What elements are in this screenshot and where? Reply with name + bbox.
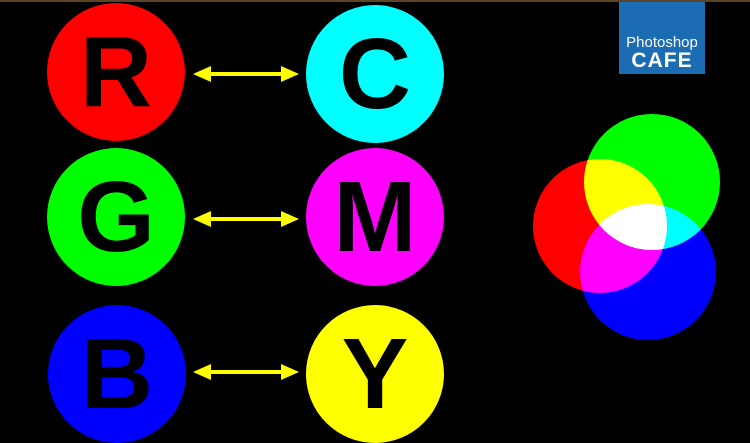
photoshop-cafe-logo: Photoshop CAFE <box>619 2 705 74</box>
logo-line2: CAFE <box>631 49 693 72</box>
additive-color-venn <box>533 114 720 340</box>
red-circle: R <box>47 3 185 141</box>
blue-circle: B <box>48 305 186 443</box>
letter-m: M <box>333 161 417 273</box>
letter-c: C <box>338 18 412 130</box>
double-arrow-icon <box>193 364 299 380</box>
letter-y: Y <box>341 318 409 430</box>
green-circle: G <box>47 148 185 286</box>
venn-blue-circle <box>580 204 716 340</box>
yellow-circle: Y <box>306 305 444 443</box>
letter-g: G <box>77 161 155 273</box>
magenta-circle: M <box>306 148 444 286</box>
logo-line1: Photoshop <box>626 34 698 51</box>
letter-b: B <box>80 318 154 430</box>
cyan-circle: C <box>306 5 444 143</box>
letter-r: R <box>79 16 153 128</box>
double-arrow-icon <box>193 211 299 227</box>
double-arrow-icon <box>193 66 299 82</box>
